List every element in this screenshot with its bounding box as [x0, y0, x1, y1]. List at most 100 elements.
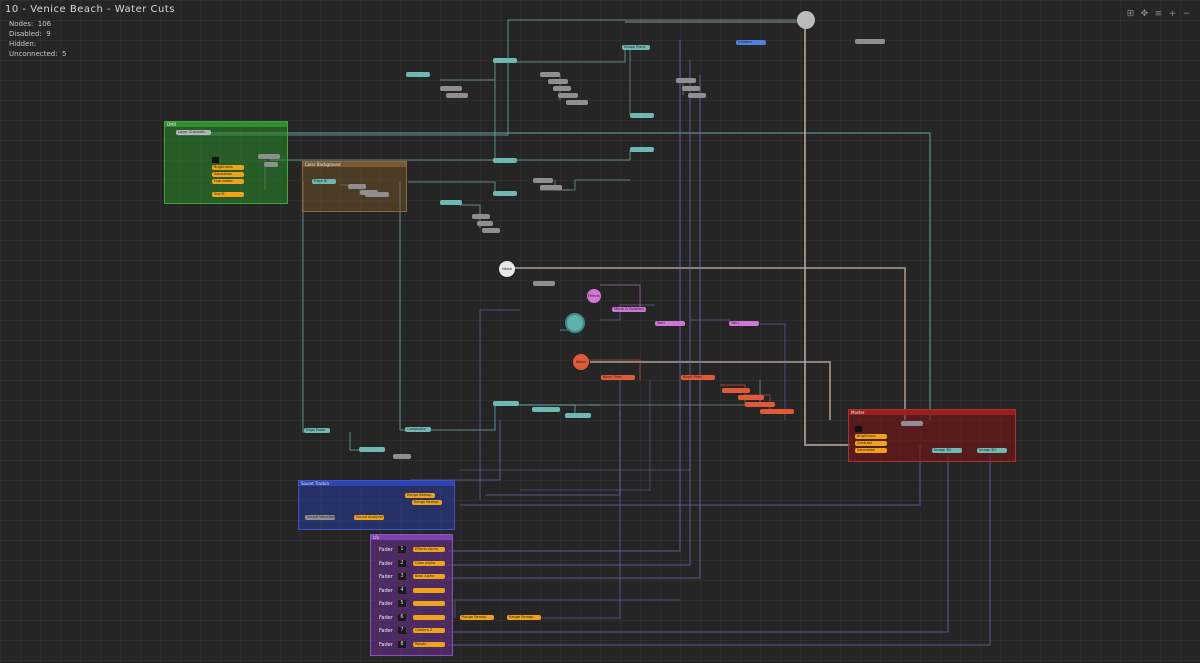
- node-edge-blend[interactable]: Edge Bl: [312, 179, 336, 184]
- dmx-input-box[interactable]: [212, 157, 219, 163]
- node-edge-fader[interactable]: Edge Fader: [304, 428, 330, 433]
- fader-output-port[interactable]: Effects Alpha: [413, 547, 445, 552]
- node-composite[interactable]: Composite: [405, 427, 431, 432]
- master-input-box[interactable]: [855, 426, 862, 432]
- brown-node-a[interactable]: [348, 184, 366, 189]
- dmx-output-sub[interactable]: Sub Tr: [212, 192, 244, 197]
- node-grey-g[interactable]: [566, 100, 588, 105]
- node-grey-f[interactable]: [558, 93, 578, 98]
- node-teal-g[interactable]: [440, 200, 462, 205]
- node-teal-k[interactable]: [359, 447, 385, 452]
- dmx-node-b[interactable]: [264, 162, 278, 167]
- node-grey-l[interactable]: [540, 185, 562, 190]
- fader-number[interactable]: 5: [398, 600, 406, 607]
- node-block-pixel-b[interactable]: Block Pixel: [681, 375, 715, 380]
- master-node-a[interactable]: [901, 421, 923, 426]
- node-grey-q[interactable]: [393, 454, 411, 459]
- node-teal-circle[interactable]: [565, 313, 585, 333]
- node-grey-m[interactable]: [472, 214, 490, 219]
- node-red-d[interactable]: [760, 409, 794, 414]
- node-grey-i[interactable]: [682, 86, 700, 91]
- fader-number[interactable]: 3: [398, 573, 406, 580]
- group-lfo[interactable]: Lfo: [370, 534, 453, 656]
- fader-number[interactable]: 6: [398, 613, 406, 621]
- dmx-node-a[interactable]: [258, 154, 280, 159]
- master-output-gear-icon[interactable]: [797, 11, 815, 29]
- dmx-output-saturation[interactable]: Saturation: [212, 172, 244, 177]
- brown-node-c[interactable]: [365, 192, 389, 197]
- fader-number[interactable]: 8: [398, 640, 406, 648]
- fader-output-port[interactable]: Rotate: [413, 641, 445, 647]
- node-teal-d[interactable]: [630, 147, 654, 152]
- node-range-remap-d[interactable]: Range Remap: [507, 615, 541, 620]
- arrows-icon[interactable]: ✥: [1140, 9, 1149, 19]
- grid-icon[interactable]: ⊞: [1126, 9, 1135, 19]
- node-image-plane[interactable]: Image Plane: [622, 45, 650, 50]
- node-grey-p[interactable]: [533, 281, 555, 286]
- node-camera[interactable]: Camera: [736, 40, 766, 45]
- node-noise-circle[interactable]: Noise: [499, 261, 515, 277]
- node-grey-k[interactable]: [533, 178, 553, 183]
- node-output-grey[interactable]: [855, 39, 885, 44]
- node-range-remap-c[interactable]: Range Remap: [460, 615, 494, 620]
- node-twirl-b[interactable]: Twirl: [729, 321, 759, 326]
- fader-output-port[interactable]: [413, 614, 445, 620]
- node-grey-c[interactable]: [540, 72, 560, 77]
- node-grey-b[interactable]: [446, 93, 468, 98]
- node-grey-e[interactable]: [553, 86, 571, 91]
- node-red-a[interactable]: [722, 388, 750, 393]
- fader-output-port[interactable]: Bass Alpha: [413, 574, 445, 579]
- node-teal-f[interactable]: [493, 191, 517, 196]
- node-sound-visualizer[interactable]: Sound Visualizer: [305, 515, 335, 520]
- node-grey-o[interactable]: [482, 228, 500, 233]
- node-teal-b[interactable]: [493, 58, 517, 63]
- group-sound-tracking[interactable]: Sound Trackin: [298, 480, 455, 530]
- master-output-saturation[interactable]: Saturation: [855, 448, 887, 453]
- master-output-brightness[interactable]: Brightness: [855, 434, 887, 439]
- node-grey-h[interactable]: [676, 78, 696, 83]
- fader-number[interactable]: 1: [398, 546, 406, 553]
- fader-output-port[interactable]: [413, 601, 445, 606]
- group-master[interactable]: Master: [848, 409, 1016, 462]
- node-teal-e[interactable]: [493, 158, 517, 163]
- node-effects-circle[interactable]: Effects: [587, 289, 601, 303]
- dmx-output-hue[interactable]: Hue rotate: [212, 179, 244, 184]
- node-teal-j[interactable]: [565, 413, 591, 418]
- plus-icon[interactable]: +: [1168, 9, 1177, 19]
- node-teal-a[interactable]: [406, 72, 430, 77]
- fader-number[interactable]: 2: [398, 559, 406, 567]
- dmx-output-brightness[interactable]: Brightness: [212, 165, 244, 170]
- node-image-3d-a[interactable]: Image 3D: [932, 448, 962, 453]
- node-range-remap-b[interactable]: Range Remap: [412, 500, 442, 505]
- fader-number[interactable]: 7: [398, 627, 406, 634]
- node-range-remap-a[interactable]: Range Remap: [405, 493, 435, 498]
- node-teal-h[interactable]: [493, 401, 519, 406]
- fader-number[interactable]: 4: [398, 586, 406, 594]
- node-grey-j[interactable]: [688, 93, 706, 98]
- node-block-pixel-a[interactable]: Block Pixel: [601, 375, 635, 380]
- node-teal-c[interactable]: [630, 113, 654, 118]
- node-image-3d-b[interactable]: Image 3D: [977, 448, 1007, 453]
- node-water-circle[interactable]: Water: [573, 354, 589, 370]
- fader-output-port[interactable]: [413, 587, 445, 593]
- node-grey-d[interactable]: [548, 79, 568, 84]
- fader-output-port[interactable]: Color Alpha: [413, 560, 445, 566]
- node-sound-analyzer[interactable]: Sound Analyzer: [354, 515, 384, 520]
- node-layer-channels[interactable]: Layer Channels: [176, 130, 211, 135]
- node-grey-n[interactable]: [477, 221, 493, 226]
- node-grey-a[interactable]: [440, 86, 462, 91]
- master-output-contrast[interactable]: Contrast: [855, 441, 887, 446]
- menu-icon[interactable]: ≡: [1154, 9, 1163, 19]
- node-red-c[interactable]: [745, 402, 775, 407]
- node-twirl-a[interactable]: Twirl: [655, 321, 685, 326]
- node-teal-i[interactable]: [532, 407, 560, 412]
